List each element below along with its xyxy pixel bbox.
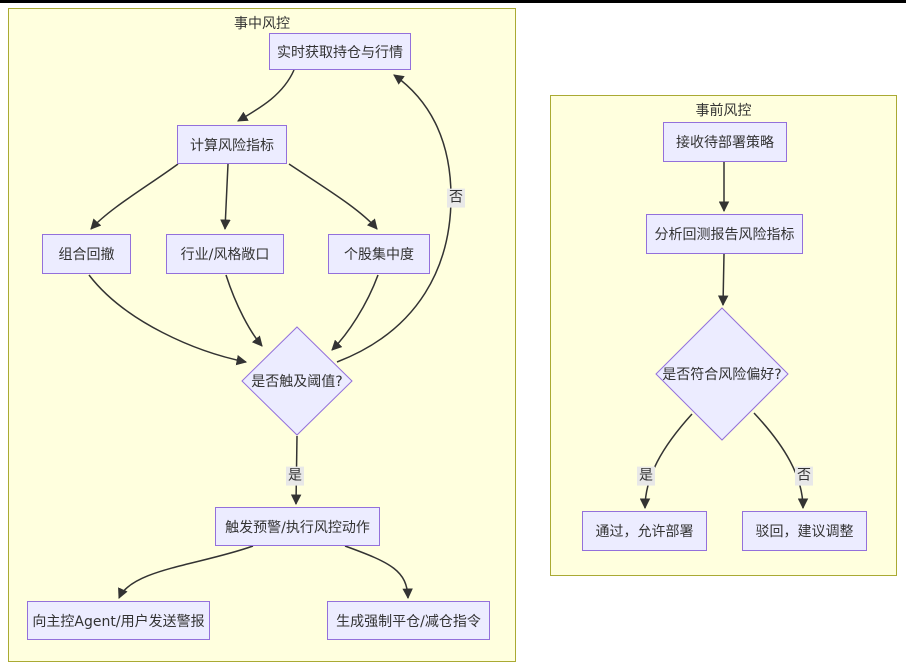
node-reject-adjust: 驳回，建议调整: [742, 511, 867, 551]
decision-riskfit-label: 是否符合风险偏好?: [662, 367, 782, 383]
node-label: 实时获取持仓与行情: [277, 44, 403, 61]
node-style-exposure: 行业/风格敞口: [166, 234, 284, 274]
edge-label-no: 否: [795, 466, 813, 486]
node-realtime-positions: 实时获取持仓与行情: [269, 33, 411, 70]
cluster-pre-risk: 事前风控: [550, 95, 897, 576]
node-label: 分析回测报告风险指标: [654, 227, 795, 243]
node-approve-deploy: 通过，允许部署: [582, 511, 707, 551]
node-force-liquidate-order: 生成强制平仓/减仓指令: [327, 601, 490, 640]
node-label: 向主控Agent/用户发送警报: [32, 613, 205, 630]
node-portfolio-drawdown: 组合回撤: [42, 234, 131, 274]
node-receive-strategy: 接收待部署策略: [663, 122, 787, 162]
node-label: 接收待部署策略: [676, 135, 774, 151]
cluster-during-risk: 事中风控: [8, 8, 516, 662]
node-label: 组合回撤: [58, 247, 115, 263]
node-trigger-action: 触发预警/执行风控动作: [215, 507, 380, 546]
cluster-pre-title: 事前风控: [695, 103, 752, 119]
node-label: 生成强制平仓/减仓指令: [336, 613, 481, 630]
node-analyze-backtest: 分析回测报告风险指标: [646, 214, 803, 254]
node-label: 触发预警/执行风控动作: [225, 519, 370, 536]
node-calc-risk-metrics: 计算风险指标: [177, 125, 287, 164]
node-label: 驳回，建议调整: [755, 524, 854, 540]
edge-label-yes: 是: [286, 466, 304, 486]
node-label: 计算风险指标: [190, 137, 274, 154]
node-label: 通过，允许部署: [595, 524, 694, 540]
node-send-alert: 向主控Agent/用户发送警报: [27, 601, 210, 640]
edge-label-yes: 是: [637, 466, 655, 486]
window-top-edge: [0, 0, 906, 3]
cluster-during-title: 事中风控: [234, 16, 290, 32]
node-stock-concentration: 个股集中度: [328, 234, 430, 274]
node-label: 个股集中度: [344, 247, 414, 263]
decision-threshold-label: 是否触及阈值?: [251, 374, 343, 390]
node-label: 行业/风格敞口: [180, 247, 270, 263]
edge-label-no: 否: [447, 188, 465, 208]
